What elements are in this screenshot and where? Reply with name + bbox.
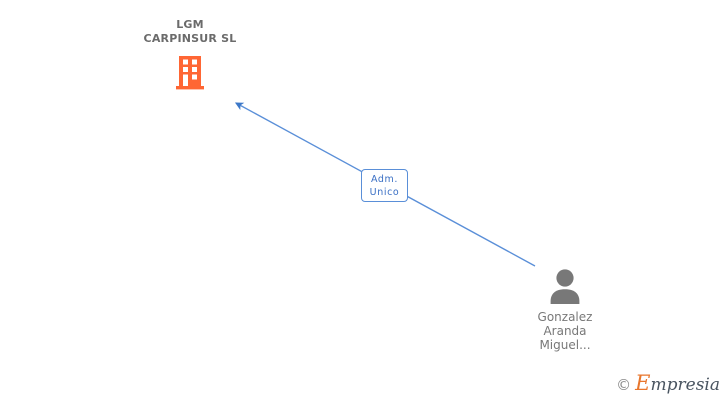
person-icon [550, 269, 580, 304]
edge-label-line-1: Adm. [370, 173, 399, 185]
edge-label-line-2: Unico [369, 186, 400, 198]
company-name-label: LGM CARPINSUR SL [143, 18, 237, 45]
copyright-icon: © [616, 376, 632, 394]
node-company[interactable]: LGM CARPINSUR SL [120, 18, 260, 95]
watermark-empresia: © Empresia [616, 373, 720, 394]
person-name-label: Gonzalez Aranda Miguel... [537, 310, 593, 352]
building-icon [176, 56, 204, 90]
node-person[interactable]: Gonzalez Aranda Miguel... [505, 268, 625, 352]
brand-wordmark: Empresia [635, 373, 720, 394]
edge-label-adm-unico[interactable]: Adm. Unico [361, 169, 408, 202]
brand-rest: mpresia [650, 375, 721, 395]
brand-initial: E [635, 371, 651, 395]
